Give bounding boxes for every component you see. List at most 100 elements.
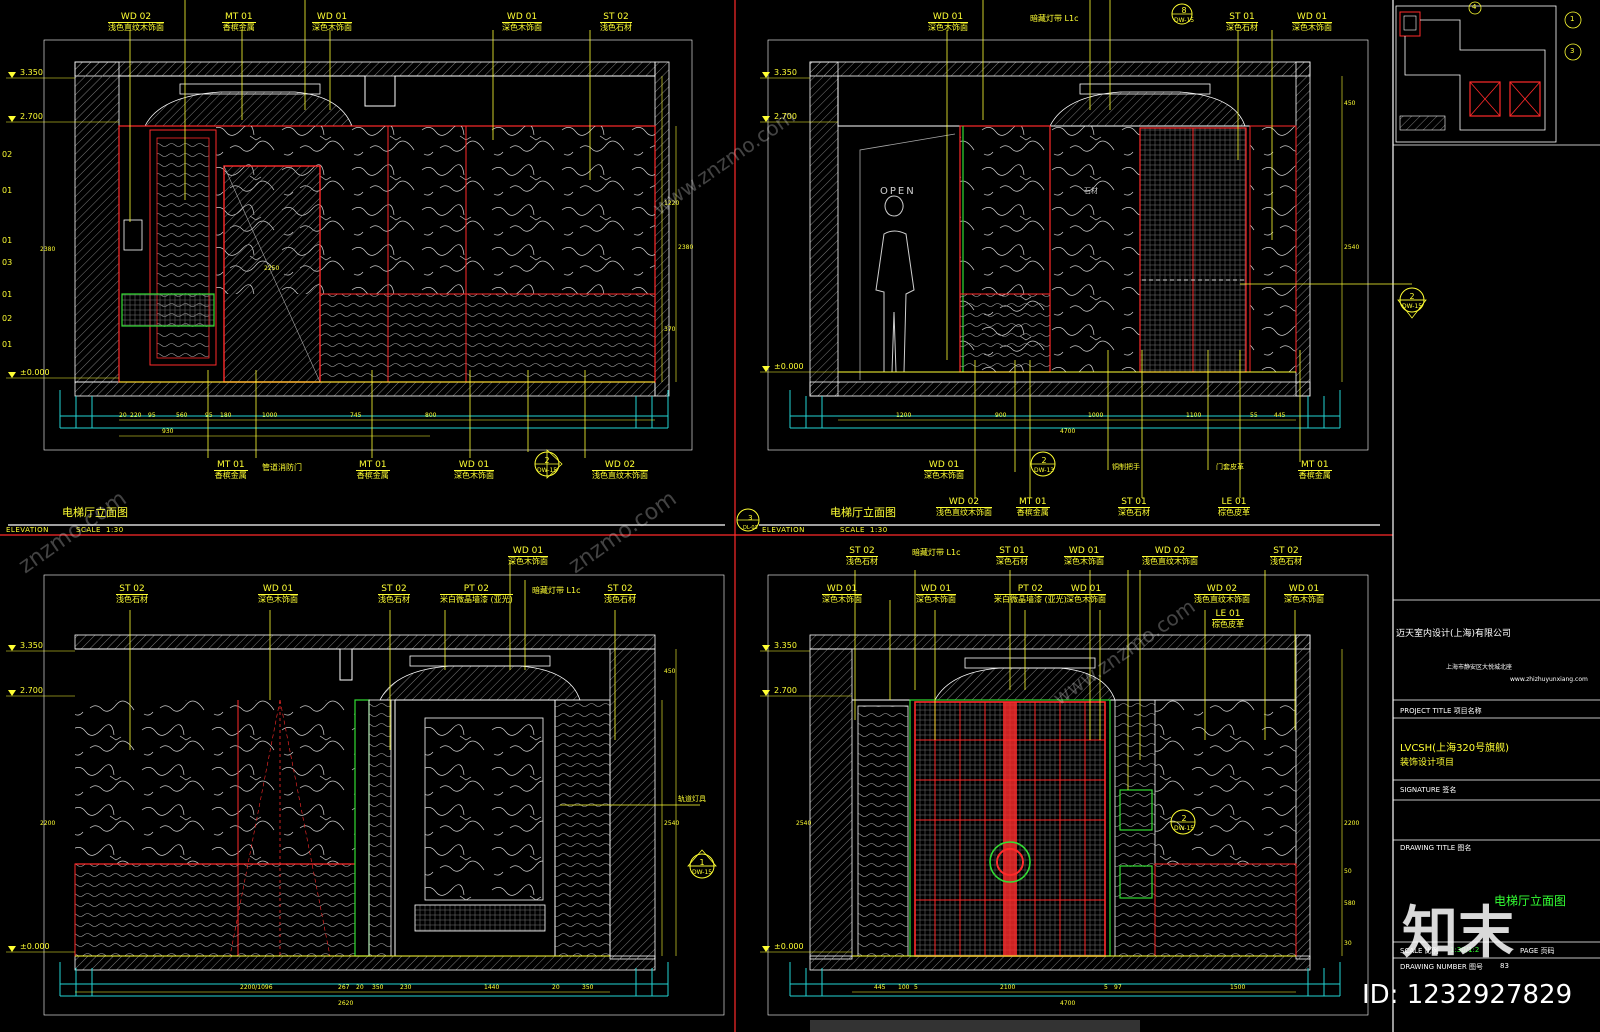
tb-drawing-number-label: DRAWING NUMBER 图号 — [1400, 963, 1483, 971]
v4-dim-b3: 5 — [914, 984, 918, 991]
v2-note-1: 铜制把手 — [1112, 463, 1140, 471]
v4-dim-r1: 2200 — [1344, 820, 1360, 827]
v1-level-1: 3.350 — [20, 68, 43, 77]
tb-page-label: PAGE 页码 — [1520, 947, 1555, 955]
v3-level-1: 3.350 — [20, 641, 43, 650]
v2-dim-r1: 2540 — [1344, 244, 1360, 251]
v1-bottom-tag-2: 管道消防门 — [262, 463, 302, 472]
v4-dim-b2: 100 — [898, 984, 910, 991]
v1-scale-value: 1:30 — [106, 526, 124, 534]
keyplan-label-1: 1 — [1570, 15, 1575, 23]
v1-level-3: ±0.000 — [20, 368, 50, 377]
v4-dim-b6: 97 — [1114, 984, 1122, 991]
elevation-view-3 — [6, 560, 725, 1016]
tb-company: 迈天室内设计(上海)有限公司 — [1396, 629, 1512, 639]
v2-dim-b2: 900 — [995, 412, 1007, 419]
v1-dim-i1: 2250 — [264, 265, 280, 272]
v3-dim-b8: 350 — [582, 984, 594, 991]
v4-dim-r5: 30 — [1344, 940, 1352, 947]
tb-project-title-label: PROJECT TITLE 项目名称 — [1400, 707, 1482, 715]
v1-elevation-label: ELEVATION — [6, 526, 49, 534]
v4-dim-r2: 2540 — [796, 820, 812, 827]
tb-scale-value: 1:30/1:2 — [1450, 946, 1480, 954]
v1-level-2: 2.700 — [20, 112, 43, 121]
tb-company-web: www.zhizhuyunxiang.com — [1510, 676, 1588, 683]
v1-dim-i2: 2380 — [40, 246, 56, 253]
v1-dim-r3: 370 — [664, 326, 676, 333]
v1-title: 电梯厅立面图 — [62, 506, 128, 519]
v2-open-sign: OPEN — [880, 186, 916, 197]
v4-dim-b1: 445 — [874, 984, 886, 991]
v2-dim-b6: 445 — [1274, 412, 1286, 419]
v3-dim-b7: 20 — [552, 984, 560, 991]
v3-dim-b1: 2200/1096 — [240, 984, 273, 991]
v3-dim-b9: 2620 — [338, 1000, 354, 1007]
tb-scale-label: SCALE 比例 — [1400, 947, 1439, 955]
title-block — [1393, 144, 1600, 959]
v2-title: 电梯厅立面图 — [830, 506, 896, 519]
image-id-label: ID: 1232927829 — [1362, 980, 1573, 1010]
v1-left-code-2: 01 — [2, 186, 13, 195]
tb-drawing-title-label: DRAWING TITLE 图名 — [1400, 844, 1472, 852]
v3-dim-b2: 267 — [338, 984, 350, 991]
v3-dim-r3: 450 — [664, 668, 676, 675]
v3-dim-r1: 2540 — [664, 820, 680, 827]
elevation-view-4 — [760, 570, 1369, 1032]
v1-left-code-6: 02 — [2, 314, 13, 323]
v1-dim-b10: 930 — [162, 428, 174, 435]
v2-level-3: ±0.000 — [774, 362, 804, 371]
tb-company-sub: 上海市静安区大悦城北座 — [1446, 664, 1513, 671]
v1-dim-b3: 95 — [148, 412, 156, 419]
v4-dim-b5: 5 — [1104, 984, 1108, 991]
v4-dim-r4: 580 — [1344, 900, 1356, 907]
v2-level-2: 2.700 — [774, 112, 797, 121]
tb-drawing-title: 电梯厅立面图 — [1494, 894, 1567, 908]
v2-elevation-label: ELEVATION — [762, 526, 805, 534]
tb-drawing-number: 83 — [1500, 962, 1509, 970]
v2-dim-b7: 4700 — [1060, 428, 1076, 435]
v3-dim-r2: 2200 — [40, 820, 56, 827]
elevation-view-1 — [6, 0, 725, 526]
v2-dim-b5: 55 — [1250, 412, 1258, 419]
tb-signature-label: SIGNATURE 签名 — [1400, 786, 1457, 794]
v1-left-code-5: 01 — [2, 290, 13, 299]
v2-top-tag-2: 暗藏灯带 L1c — [1030, 14, 1079, 23]
v4-top-tag-2: 暗藏灯带 L1c — [912, 548, 961, 557]
v4-dim-b7: 1500 — [1230, 984, 1246, 991]
v2-level-1: 3.350 — [774, 68, 797, 77]
v3-side-note: 轨道灯具 — [678, 795, 706, 803]
v2-dim-b1: 1200 — [896, 412, 912, 419]
v2-scale-value: 1:30 — [870, 526, 888, 534]
v1-dim-b2: 220 — [130, 412, 142, 419]
v1-dim-b1: 20 — [119, 412, 127, 419]
v4-level-1: 3.350 — [774, 641, 797, 650]
v4-dim-b4: 2100 — [1000, 984, 1016, 991]
